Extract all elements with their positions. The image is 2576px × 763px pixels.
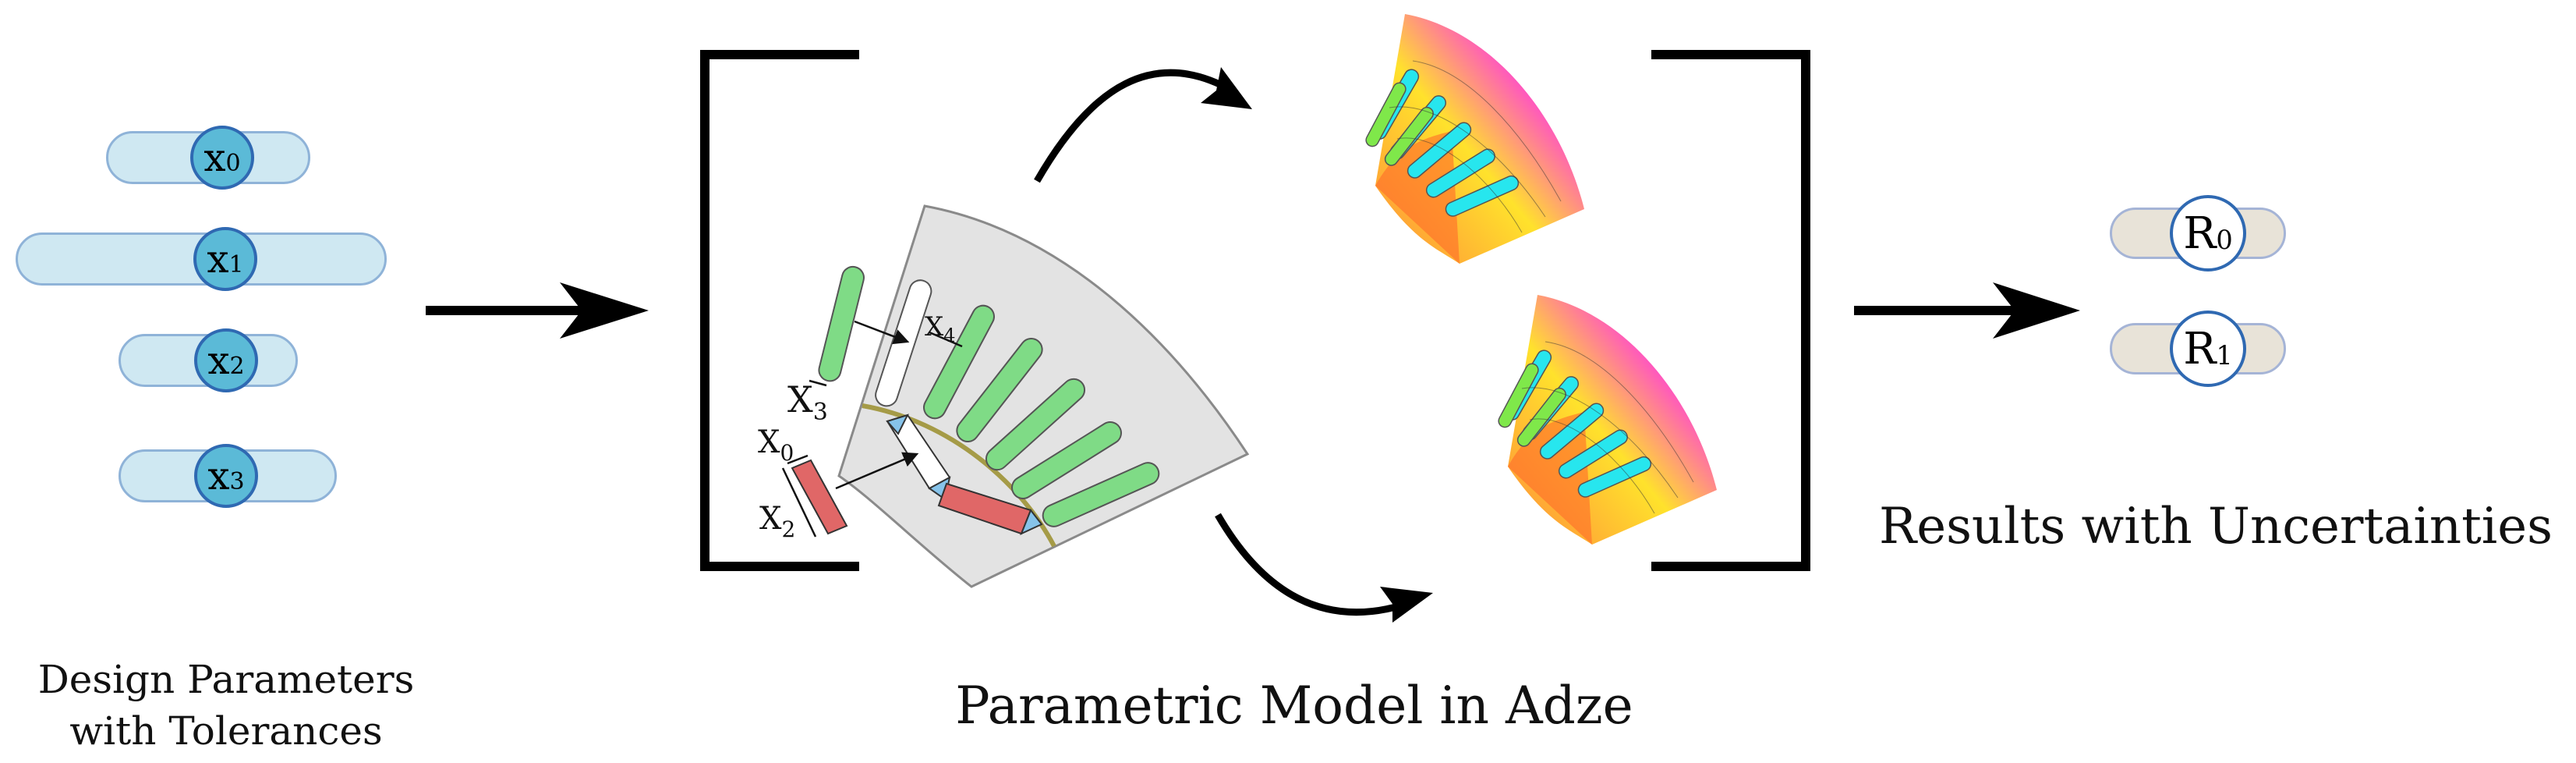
field-plot-bottom <box>1498 295 1717 545</box>
slot <box>985 378 1086 471</box>
magnet-group <box>791 413 1043 535</box>
dim-label-x4: X4 <box>925 311 956 346</box>
slot <box>923 304 995 420</box>
design-parameters-caption: Design Parameters with Tolerances <box>0 654 452 757</box>
result-symbol: R <box>2183 208 2217 259</box>
param-subscript: 2 <box>229 353 245 380</box>
field-plot-top <box>1365 14 1584 264</box>
param-symbol: x <box>203 135 226 180</box>
caption-line-2: with Tolerances <box>69 708 383 754</box>
parametric-model-caption: Parametric Model in Adze <box>955 676 1633 736</box>
param-symbol: x <box>207 236 229 282</box>
right-bracket <box>1651 50 1810 571</box>
param-subscript: 1 <box>228 251 244 279</box>
magnet-end <box>1020 509 1043 535</box>
param-subscript: 0 <box>225 150 241 177</box>
magnet-end <box>886 413 909 435</box>
caption-line-1: Design Parameters <box>37 657 415 702</box>
result-symbol: R <box>2183 323 2217 374</box>
magnet-detached <box>791 459 848 535</box>
dim-label-x3: X3 <box>787 378 828 426</box>
slot <box>1042 462 1160 527</box>
result-subscript: 0 <box>2216 224 2233 255</box>
dimension-pointers <box>781 320 963 538</box>
dim-label-x0: X0 <box>758 424 794 466</box>
curved-arrow-top <box>1034 67 1252 183</box>
dim-label-x2: X2 <box>759 501 795 542</box>
result-subscript: 1 <box>2216 339 2233 371</box>
left-bracket <box>700 50 859 571</box>
slot-detached <box>818 265 865 382</box>
arrow-params-to-model <box>426 282 649 339</box>
param-subscript: 3 <box>229 468 245 495</box>
slot <box>956 337 1043 443</box>
param-symbol: x <box>207 453 230 499</box>
arrow-model-to-results <box>1854 282 2080 339</box>
results-caption: Results with Uncertainties <box>1879 498 2553 555</box>
param-symbol: x <box>207 338 230 383</box>
curved-arrow-bottom <box>1215 513 1433 623</box>
slot <box>1011 421 1122 499</box>
